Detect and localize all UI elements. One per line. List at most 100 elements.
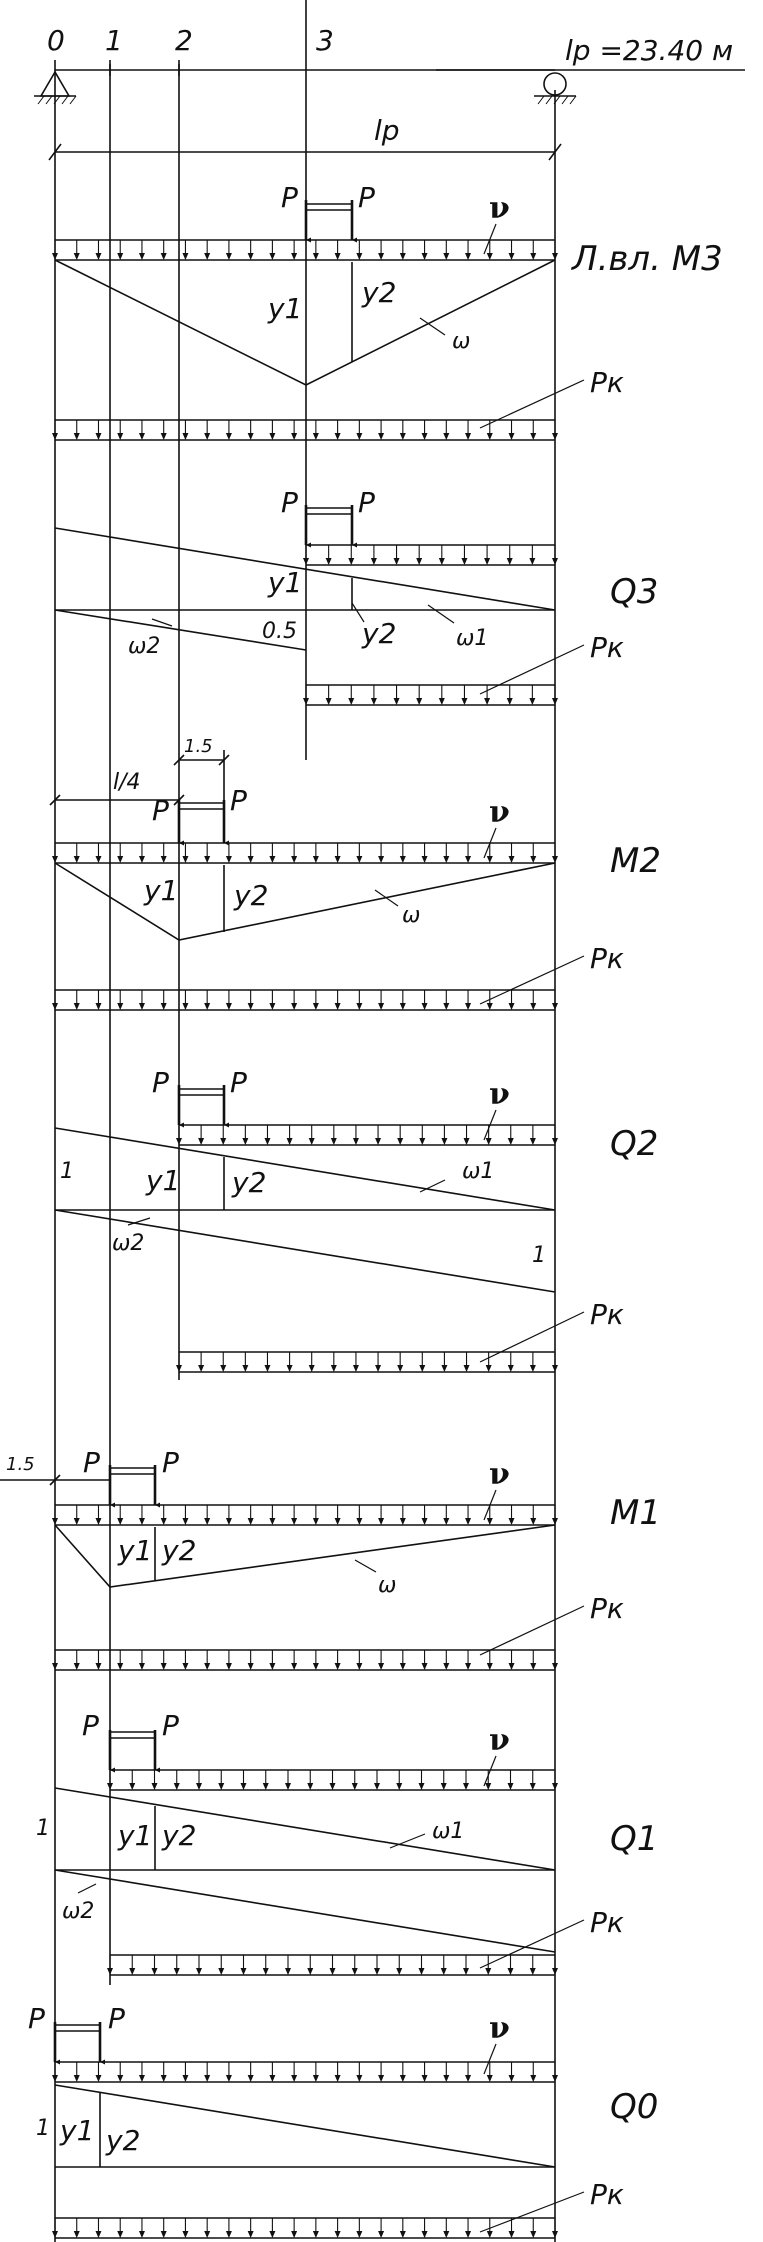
load-arrow-head <box>198 1138 205 1145</box>
load-arrow-head <box>52 856 58 863</box>
load-pk-label: Pк <box>590 942 624 975</box>
influence-line-positive <box>54 527 556 611</box>
ordinate-y1-label: y1 <box>145 1164 180 1197</box>
load-arrow-head <box>418 1968 425 1975</box>
load-arrow-head <box>151 1968 158 1975</box>
load-arrow-head <box>506 698 513 705</box>
load-arrow-head <box>73 253 80 260</box>
load-arrow-head <box>399 1003 406 1010</box>
load-pk-label: Pк <box>590 366 624 399</box>
load-arrow-head <box>356 1518 363 1525</box>
load-arrow-head <box>286 1365 293 1372</box>
load-arrow-head <box>95 433 102 440</box>
load-arrow-head <box>375 1138 382 1145</box>
load-p-label: P <box>82 1709 99 1742</box>
load-arrows <box>52 240 558 260</box>
load-arrow-head <box>291 1003 298 1010</box>
load-arrow-head <box>138 856 145 863</box>
load-arrow-head <box>307 1783 314 1790</box>
load-arrow-head <box>465 433 472 440</box>
load-p-label: P <box>281 181 298 214</box>
load-v-label: ν <box>489 1077 510 1112</box>
load-v-label: ν <box>489 191 510 226</box>
ordinate-y2-label: y2 <box>231 1166 266 1199</box>
load-arrow-head <box>107 1783 113 1790</box>
load-arrow-head <box>508 2075 515 2082</box>
load-arrow-head <box>247 2075 254 2082</box>
load-arrow-head <box>552 1003 558 1010</box>
line-title: M1 <box>610 1493 661 1533</box>
ordinate-right-value: 1 <box>532 1243 546 1268</box>
load-arrow-head <box>461 558 468 565</box>
load-arrow-head <box>443 1003 450 1010</box>
load-arrow-head <box>356 856 363 863</box>
load-arrow-head <box>160 2231 167 2238</box>
offset-label: 1.5 <box>184 736 213 757</box>
load-arrow-head <box>334 1003 341 1010</box>
load-arrow-head <box>291 856 298 863</box>
load-arrow-head <box>552 1138 558 1145</box>
load-arrow-head <box>441 1365 448 1372</box>
load-arrow-head <box>465 2075 472 2082</box>
load-arrow-head <box>262 1783 269 1790</box>
load-arrow-head <box>440 1783 447 1790</box>
load-arrow-head <box>378 856 385 863</box>
load-arrow-head <box>176 1138 182 1145</box>
load-arrow-head <box>348 558 355 565</box>
load-arrow-head <box>463 1968 469 1975</box>
load-p-label: P <box>358 486 375 519</box>
load-arrow-head <box>485 1138 492 1145</box>
load-arrow-head <box>291 2075 298 2082</box>
load-arrows <box>107 1955 558 1975</box>
load-arrow-head <box>486 1663 493 1670</box>
load-arrow-head <box>399 2231 406 2238</box>
load-arrow-head <box>160 1518 167 1525</box>
load-arrow-head <box>138 1518 145 1525</box>
load-arrow-head <box>269 1003 276 1010</box>
load-p-label: P <box>358 181 375 214</box>
area2-label: ω2 <box>62 1899 94 1924</box>
load-arrow-head <box>507 1138 514 1145</box>
load-arrow-head <box>182 1003 189 1010</box>
ordinate-left-value: 1 <box>36 1816 50 1841</box>
load-arrow-head <box>160 1663 167 1670</box>
load-arrow-head <box>399 1663 406 1670</box>
load-arrow-head <box>356 2231 363 2238</box>
line-title: Л.вл. M3 <box>570 239 723 279</box>
load-arrow-head <box>508 253 515 260</box>
load-arrow-head <box>196 1783 202 1790</box>
roller-support-icon <box>534 72 577 105</box>
load-p-label: P <box>152 794 169 827</box>
load-arrow-head <box>247 1003 254 1010</box>
load-arrow-head <box>393 698 400 705</box>
load-arrow-head <box>378 253 385 260</box>
load-arrow-head <box>312 856 319 863</box>
load-arrow-head <box>486 1518 493 1525</box>
area2-label: ω2 <box>112 1231 144 1256</box>
load-arrow-head <box>421 1003 428 1010</box>
load-arrow-head <box>52 1663 58 1670</box>
load-arrows <box>303 685 558 705</box>
load-arrow-head <box>552 2075 558 2082</box>
load-arrow-head <box>312 1003 319 1010</box>
load-arrow-head <box>374 1968 380 1975</box>
load-v-label: ν <box>489 1457 510 1492</box>
load-arrow-head <box>399 433 406 440</box>
load-arrow-head <box>269 2075 276 2082</box>
load-arrow-head <box>465 856 472 863</box>
load-arrow-head <box>117 1518 124 1525</box>
load-arrow-head <box>530 2231 537 2238</box>
load-arrow-head <box>393 558 400 565</box>
load-arrows <box>52 2062 558 2082</box>
beam-header: 0 1 2 3 lp =23.40 м lp <box>34 24 745 161</box>
load-arrow-head <box>443 253 450 260</box>
load-arrow-head <box>463 1783 469 1790</box>
load-arrow-head <box>399 2075 406 2082</box>
load-arrow-head <box>204 2075 211 2082</box>
load-arrow-head <box>421 856 428 863</box>
load-arrow-head <box>242 1138 249 1145</box>
load-arrow-head <box>443 2075 450 2082</box>
influence-line-positive <box>54 1787 556 1871</box>
load-arrow-head <box>73 433 80 440</box>
load-arrow-head <box>396 1783 403 1790</box>
